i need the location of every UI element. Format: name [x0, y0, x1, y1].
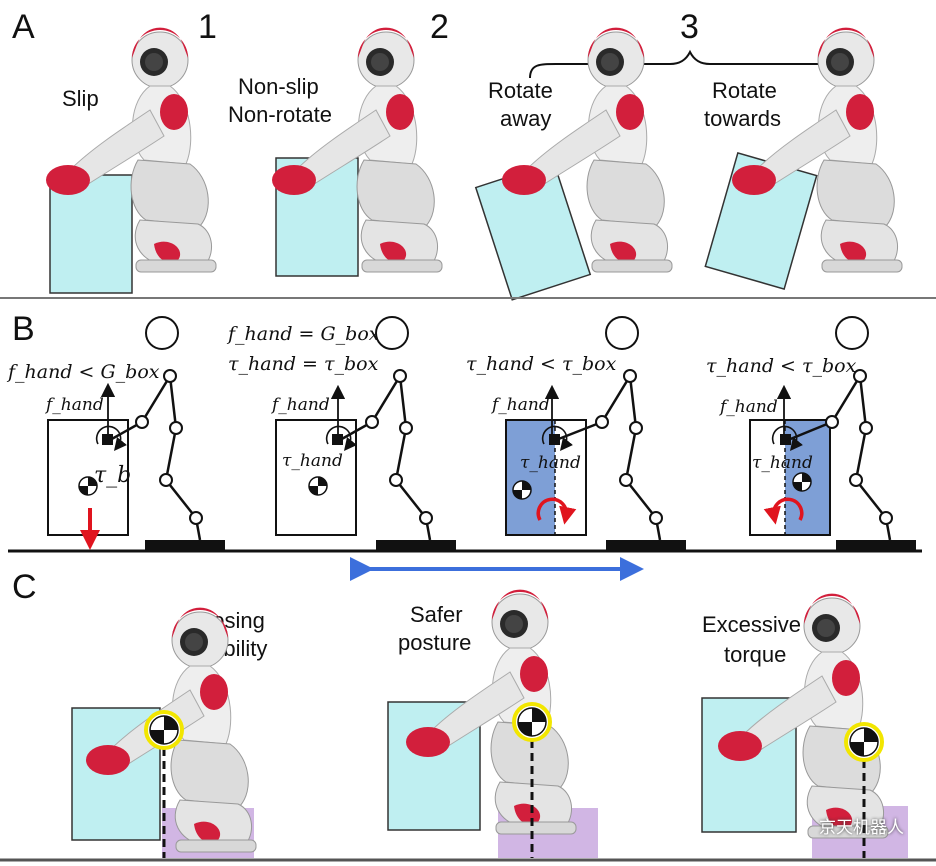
caption-nonslip-2: Non-rotate — [228, 102, 332, 127]
fhand-label-1: f_hand — [44, 395, 104, 415]
panel-label-a: A — [12, 8, 35, 46]
tauhand-label-2: τ_hand — [282, 451, 343, 471]
diagram-rotate-away — [505, 316, 686, 550]
fhand-label-2: f_hand — [270, 395, 330, 415]
tauhand-label-3: τ_hand — [520, 453, 581, 473]
scenario-number-2: 2 — [430, 8, 449, 46]
equation-torque-balance: τ_hand = τ_box — [228, 353, 379, 375]
tauhand-label-4: τ_hand — [752, 453, 813, 473]
caption-towards-1: Rotate — [712, 78, 777, 103]
caption-nonslip-1: Non-slip — [238, 74, 319, 99]
fhand-label-3: f_hand — [490, 395, 550, 415]
com-marker-c1 — [144, 710, 184, 750]
caption-safer-1: Safer — [410, 602, 463, 627]
caption-slip: Slip — [62, 86, 99, 111]
caption-away-1: Rotate — [488, 78, 553, 103]
scenario-number-3: 3 — [680, 8, 699, 46]
equation-slip: f_hand < G_box — [6, 361, 160, 383]
caption-safer-2: posture — [398, 630, 471, 655]
diagram-rotate-towards — [749, 316, 916, 550]
caption-excessive-2: torque — [724, 642, 786, 667]
caption-away-2: away — [500, 106, 551, 131]
caption-towards-2: towards — [704, 106, 781, 131]
scenario-3-brace — [529, 49, 847, 79]
panel-label-c: C — [12, 568, 37, 606]
panel-label-b: B — [12, 310, 35, 348]
tau-b-label: τ_b — [94, 463, 131, 488]
diagram-nonslip — [275, 316, 456, 550]
equation-rotate-towards: τ_hand < τ_box — [706, 355, 857, 377]
com-marker-c3 — [844, 722, 884, 762]
equation-force-balance: f_hand = G_box — [226, 323, 380, 345]
com-marker-c2 — [512, 702, 552, 742]
diagram-slip — [47, 316, 225, 550]
caption-excessive-1: Excessive — [702, 612, 801, 637]
fhand-label-4: f_hand — [718, 397, 778, 417]
watermark: 京天机器人 — [819, 818, 904, 838]
equation-rotate-away: τ_hand < τ_box — [466, 353, 617, 375]
scenario-number-1: 1 — [198, 8, 217, 46]
